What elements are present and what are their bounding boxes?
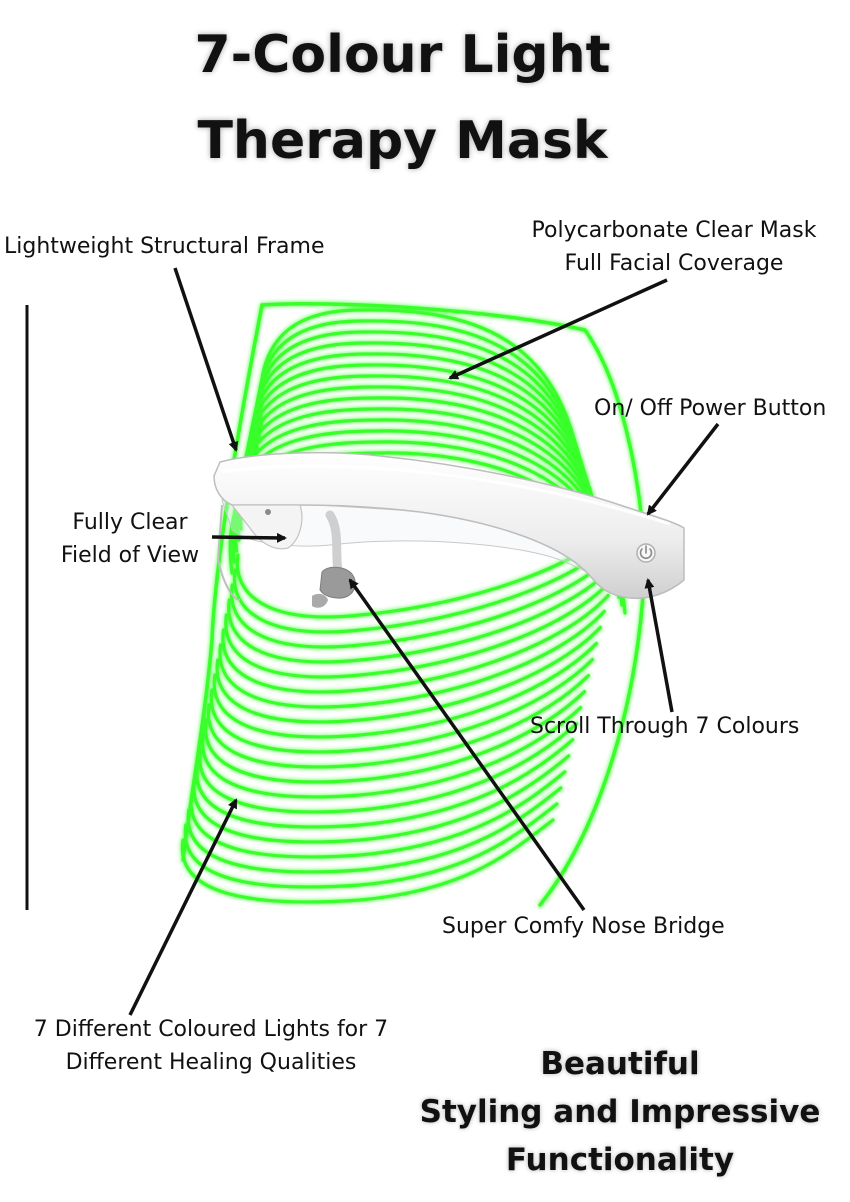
led-strip — [180, 818, 555, 904]
led-strip — [251, 341, 596, 536]
led-strip — [258, 308, 587, 512]
label-nose-bridge: Super Comfy Nose Bridge — [442, 910, 725, 943]
led-strip — [242, 385, 609, 568]
label-structural-frame: Lightweight Structural Frame — [4, 230, 325, 263]
led-strip — [206, 673, 591, 769]
page-title: 7-Colour Light Therapy Mask — [0, 12, 805, 184]
led-strip — [247, 363, 602, 552]
label-power-button-text: On/ Off Power Button — [594, 396, 827, 421]
arrow-mask — [448, 278, 668, 380]
label-clear-mask-line-2: Full Facial Coverage — [564, 251, 784, 276]
power-icon — [639, 548, 653, 560]
arrow-scroll — [644, 578, 674, 713]
led-strip — [201, 706, 583, 799]
led-strip — [183, 802, 559, 889]
led-strip — [256, 319, 590, 520]
visor-edge — [216, 504, 241, 601]
led-strip — [249, 352, 599, 544]
tagline: Beautiful Styling and Impressive Functio… — [405, 1040, 835, 1184]
nose-bridge-arm — [325, 510, 343, 575]
led-strip — [209, 657, 595, 754]
led-strip — [195, 738, 575, 829]
led-strip — [240, 396, 612, 575]
arrow-lights — [128, 798, 238, 1016]
label-coloured-lights-line-2: Different Healing Qualities — [65, 1050, 357, 1075]
frame-highlight — [221, 464, 671, 526]
tagline-line-3: Functionality — [505, 1142, 735, 1178]
label-scroll-colours-text: Scroll Through 7 Colours — [530, 714, 800, 739]
title-line-1: 7-Colour Light — [194, 25, 611, 85]
structural-frame — [213, 451, 685, 600]
label-coloured-lights-line-1: 7 Different Coloured Lights for 7 — [33, 1017, 389, 1042]
label-field-of-view-line-1: Fully Clear — [72, 510, 188, 535]
led-strip — [198, 722, 579, 814]
arrow-frame — [173, 267, 239, 452]
led-strip — [218, 609, 606, 709]
led-strip — [215, 625, 602, 724]
led-strip — [224, 577, 614, 679]
led-light-strips — [180, 301, 647, 907]
label-clear-mask-line-1: Polycarbonate Clear Mask — [531, 218, 817, 243]
label-nose-bridge-text: Super Comfy Nose Bridge — [442, 914, 725, 939]
tagline-line-1: Beautiful — [540, 1046, 700, 1082]
led-strip — [192, 754, 571, 844]
label-clear-mask: Polycarbonate Clear Mask Full Facial Cov… — [518, 214, 830, 280]
led-strip — [244, 374, 606, 560]
led-strip — [253, 330, 593, 528]
led-strip — [232, 529, 626, 634]
nose-bridge-pad-lower — [312, 593, 328, 608]
label-structural-frame-text: Lightweight Structural Frame — [4, 234, 325, 259]
label-field-of-view: Fully Clear Field of View — [48, 506, 212, 572]
led-strip — [260, 301, 647, 907]
led-strip — [227, 561, 618, 664]
led-strip — [203, 689, 587, 784]
led-strip — [181, 303, 264, 862]
title-line-2: Therapy Mask — [197, 111, 608, 171]
led-strip — [212, 641, 599, 739]
led-strip — [221, 593, 610, 694]
arrow-power — [646, 422, 720, 516]
label-field-of-view-line-2: Field of View — [60, 543, 200, 568]
label-scroll-colours: Scroll Through 7 Colours — [530, 710, 799, 743]
frame-rivet — [265, 509, 271, 515]
label-power-button: On/ Off Power Button — [594, 392, 826, 425]
tagline-line-2: Styling and Impressive — [419, 1094, 821, 1130]
led-strip — [189, 770, 567, 859]
label-coloured-lights: 7 Different Coloured Lights for 7 Differ… — [16, 1013, 406, 1079]
led-strip — [229, 545, 622, 649]
arrow-nose — [348, 578, 586, 912]
arrow-view — [211, 532, 287, 543]
